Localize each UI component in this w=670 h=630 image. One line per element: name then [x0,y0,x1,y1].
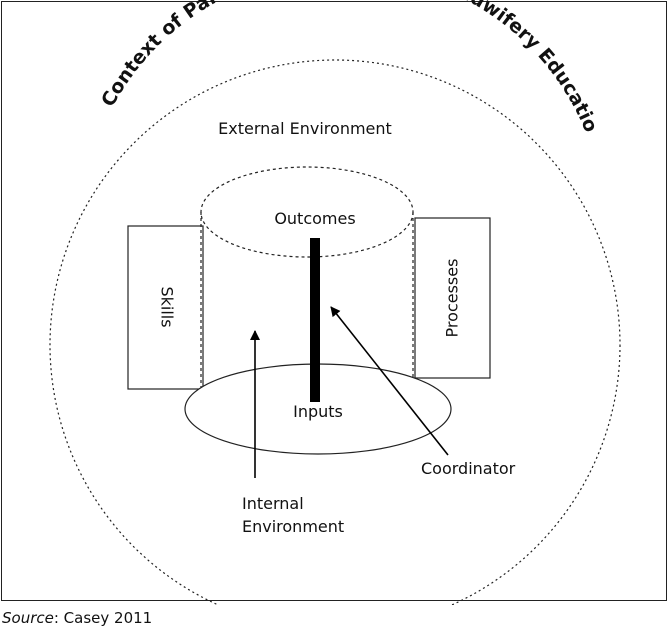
inputs-label: Inputs [293,402,343,421]
outcomes-label: Outcomes [274,209,355,228]
source-label: Source [2,609,54,627]
internal-environment-label-line2: Environment [242,517,344,536]
source-text: : Casey 2011 [53,609,153,627]
skills-box [127,225,204,390]
skills-label: Skills [158,286,177,327]
central-bar [310,238,320,402]
diagram-frame [1,1,667,601]
context-title: Context of Partnership-Nursing and Midwi… [0,0,602,136]
coordinator-arrow [330,306,449,456]
processes-box [414,217,491,379]
coordinator-label: Coordinator [421,459,516,478]
internal-environment-label-line1: Internal [242,494,304,513]
processes-label: Processes [443,259,462,338]
source-caption: Source: Casey 2011 [2,609,152,627]
external-environment-label: External Environment [218,119,392,138]
partnership-diagram: Context of Partnership-Nursing and Midwi… [0,0,621,605]
external-environment-circle [49,59,621,605]
